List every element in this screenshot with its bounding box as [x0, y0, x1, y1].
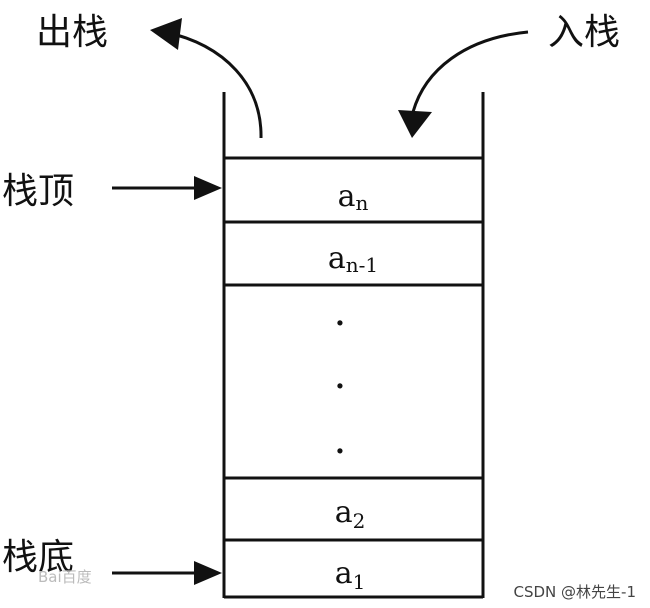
cell-top-element: an	[338, 179, 369, 215]
label-top: 栈顶	[2, 171, 74, 212]
watermark-faint: Bai百度	[38, 568, 92, 586]
ellipsis-dot-1: ·	[334, 301, 347, 347]
cell-second-element: an-1	[328, 241, 378, 277]
ellipsis-dot-2: ·	[334, 364, 347, 410]
ellipsis-dot-3: ·	[334, 429, 347, 475]
pop-arrowhead	[150, 18, 182, 50]
top-pointer-arrowhead	[194, 176, 222, 200]
cell-bottom-element: a1	[335, 556, 366, 594]
bottom-pointer-arrowhead	[194, 561, 222, 585]
cell-a2-element: a2	[335, 495, 366, 533]
pop-arrow	[164, 30, 263, 139]
push-arrow	[411, 30, 529, 113]
push-arrowhead	[398, 110, 432, 138]
label-bottom: 栈底	[2, 537, 74, 578]
label-push: 入栈	[548, 12, 620, 53]
watermark-credit: CSDN @林先生-1	[514, 583, 637, 601]
label-pop: 出栈	[36, 12, 108, 53]
